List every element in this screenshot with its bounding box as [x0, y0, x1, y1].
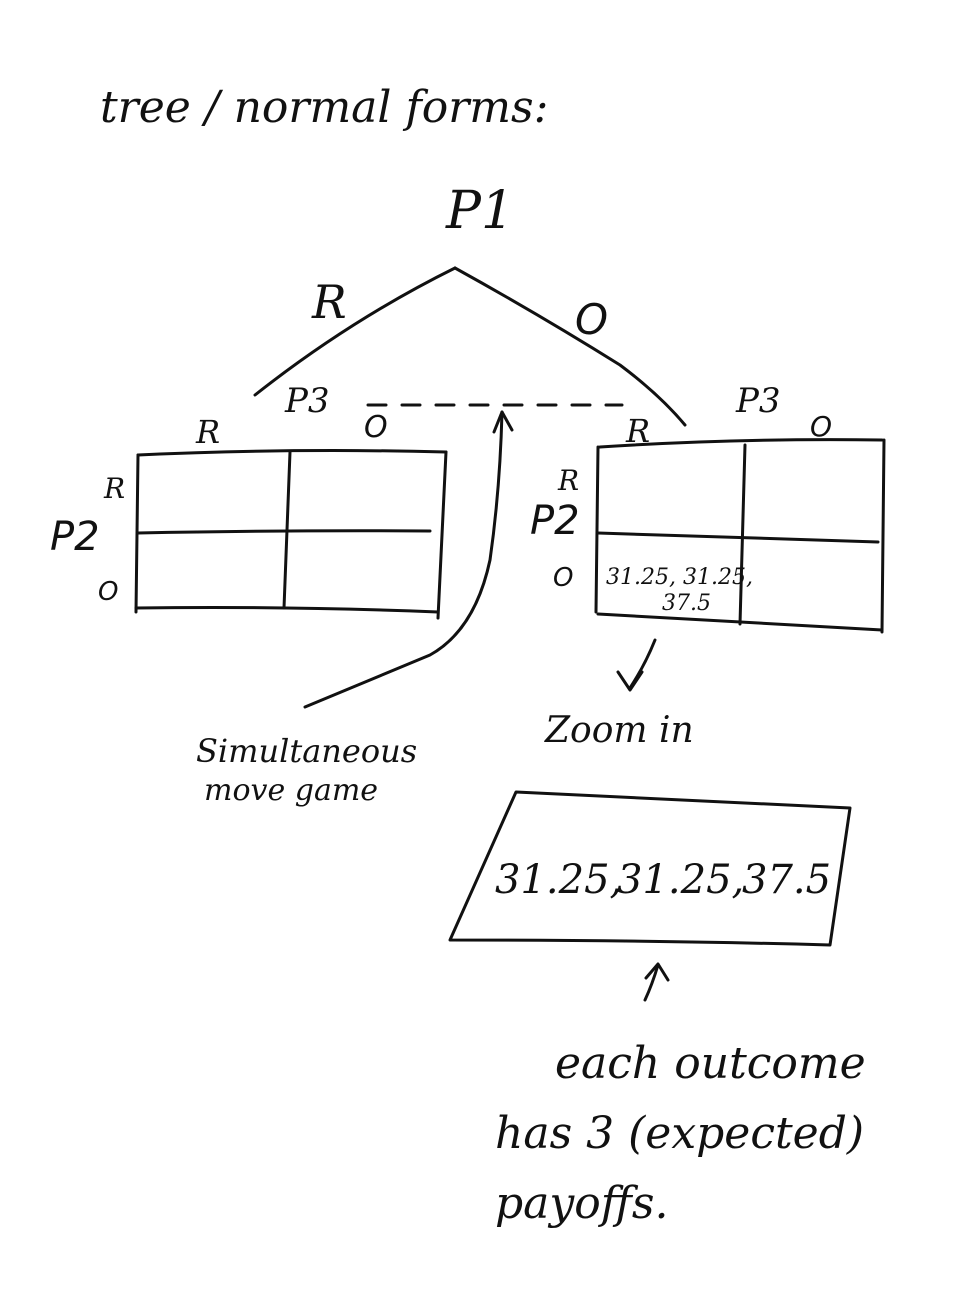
right-matrix-mid-vertical [738, 443, 747, 626]
left-matrix-column-player: P3 [284, 381, 330, 421]
zoom-payoff-p3: 37.5 [742, 857, 831, 903]
right-col-label-o: O [810, 410, 832, 443]
heading: tree / normal forms: [100, 82, 548, 133]
right-matrix-top [598, 438, 884, 449]
zoom-payoff-p2: 31.25, [617, 857, 744, 903]
cell-payoff-line1: 31.25, 31.25, [606, 565, 753, 590]
root-player-label: P1 [445, 181, 514, 241]
note-line2: has 3 (expected) [495, 1108, 864, 1159]
left-matrix-row-player: P2 [50, 514, 100, 560]
zoom-label: Zoom in [544, 710, 694, 751]
cell-payoff-line2: 37.5 [662, 591, 711, 616]
left-row-label-o: O [98, 577, 118, 607]
right-matrix-mid-horizontal [596, 531, 880, 544]
branch-left-label: R [311, 275, 347, 329]
zoom-arrow-line [628, 638, 657, 690]
note-line3: payoffs. [495, 1178, 669, 1229]
simultaneous-arrow-line [303, 410, 504, 709]
simultaneous-label-line2: move game [204, 773, 378, 808]
branch-left [253, 266, 457, 397]
left-row-label-r: R [103, 472, 125, 505]
left-matrix-right [436, 450, 448, 620]
left-matrix-bottom [134, 606, 440, 614]
branch-right [453, 266, 687, 427]
left-matrix-top [136, 449, 448, 457]
zoom-arrow-head [616, 670, 644, 692]
right-matrix-column-player: P3 [735, 381, 781, 421]
left-matrix-mid-horizontal [136, 529, 432, 535]
right-matrix-row-player: P2 [530, 498, 580, 544]
left-col-label-r: R [195, 413, 220, 451]
zoom-box [448, 790, 852, 947]
note-line1: each outcome [555, 1038, 866, 1089]
right-matrix-left [594, 445, 600, 614]
note-arrow-head [644, 962, 670, 982]
left-col-label-o: O [364, 410, 388, 445]
branch-right-label: O [575, 295, 608, 344]
right-row-label-r: R [557, 464, 579, 497]
right-matrix-right [880, 438, 886, 634]
zoom-payoff-p1: 31.25, [495, 857, 622, 903]
right-row-label-o: O [553, 563, 573, 593]
simultaneous-arrow-head [492, 410, 514, 434]
note-arrow-line [643, 963, 660, 1002]
simultaneous-label-line1: Simultaneous [196, 732, 417, 770]
